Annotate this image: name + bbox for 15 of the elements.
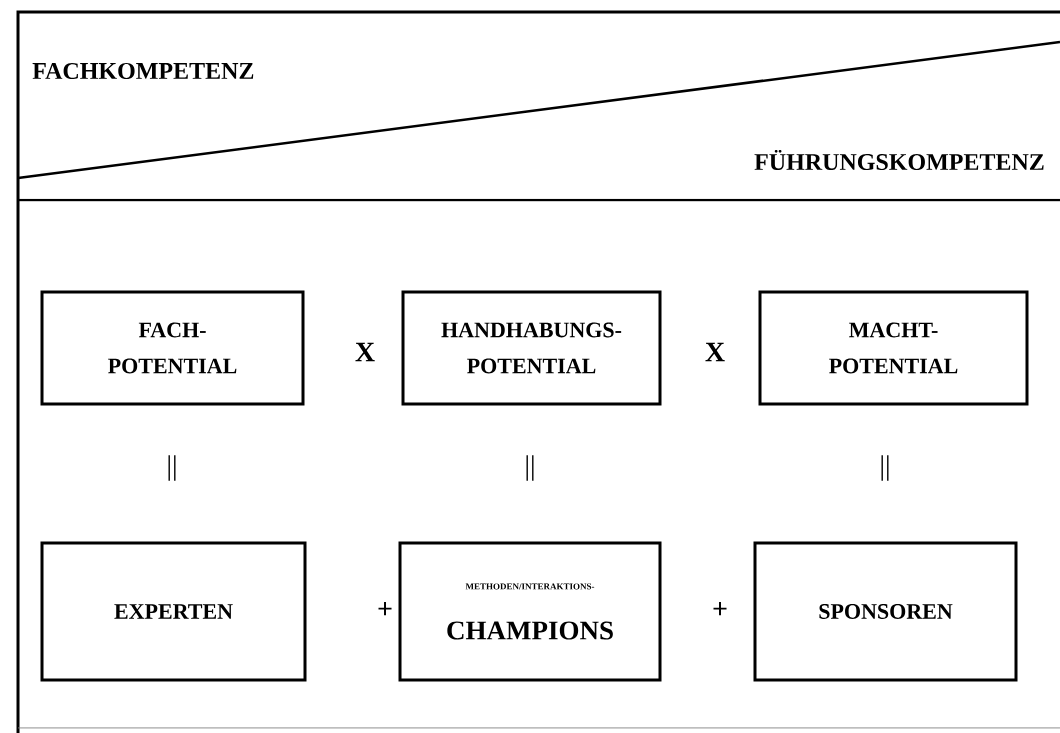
text-box: HANDHABUNGS- POTENTIAL [401, 290, 662, 406]
operator-sign: X [355, 342, 375, 362]
text-box: EXPERTEN [40, 541, 307, 682]
equals-sign: || [881, 455, 889, 481]
text-box: MACHT- POTENTIAL [758, 290, 1029, 406]
equals-sign: || [168, 455, 176, 481]
heading: FACHKOMPETENZ [32, 62, 254, 80]
text-box: FACH- POTENTIAL [40, 290, 305, 406]
operator-sign: + [713, 602, 727, 616]
text-box: SPONSOREN [753, 541, 1018, 682]
operator-sign: + [378, 602, 392, 616]
operator-sign: X [705, 342, 725, 362]
text-box: METHODEN/INTERAKTIONS- CHAMPIONS [398, 541, 662, 682]
heading: FÜHRUNGSKOMPETENZ [754, 149, 1044, 171]
equals-sign: || [526, 455, 534, 481]
